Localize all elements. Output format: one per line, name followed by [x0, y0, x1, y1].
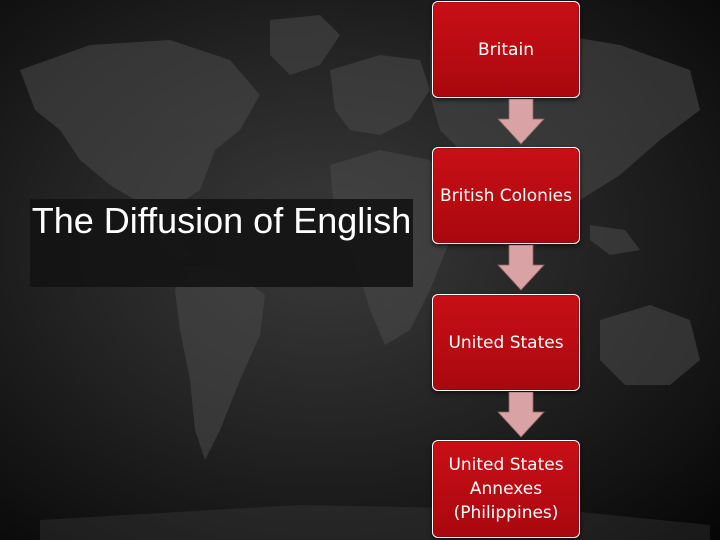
slide-title: The Diffusion of English: [31, 200, 412, 241]
flow-step-british-colonies: British Colonies: [432, 147, 580, 244]
down-arrow-icon: [497, 392, 545, 438]
down-arrow-icon: [497, 245, 545, 291]
flow-step-label: Britain: [478, 39, 534, 60]
title-background-band: [30, 199, 413, 287]
down-arrow-icon: [497, 99, 545, 145]
flow-step-united-states: United States: [432, 294, 580, 391]
flow-step-britain: Britain: [432, 1, 580, 98]
flow-step-us-annexes: United States Annexes (Philippines): [432, 440, 580, 538]
flow-step-label: United States Annexes (Philippines): [448, 455, 564, 523]
flow-step-label: British Colonies: [439, 185, 572, 206]
flow-step-label: United States: [448, 332, 564, 353]
